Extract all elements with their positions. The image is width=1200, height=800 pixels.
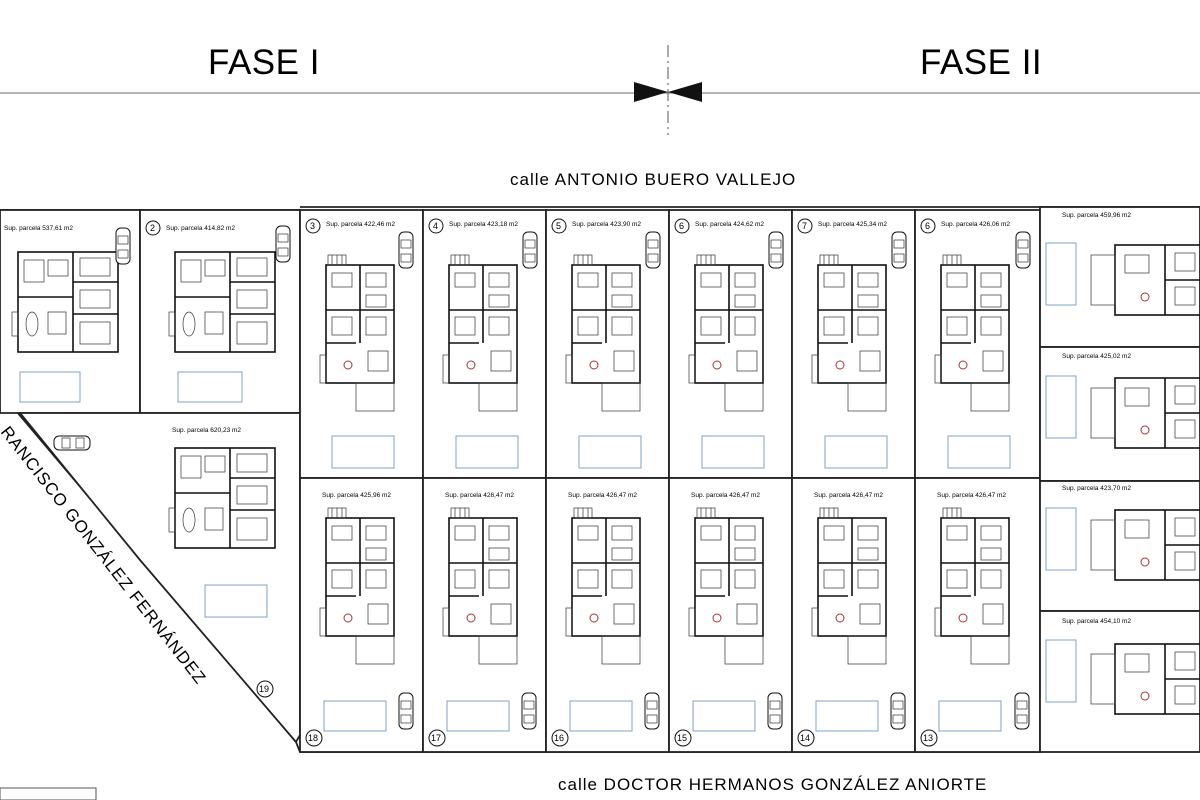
plot-4-number: 4 <box>433 221 438 231</box>
phase-2-title: FASE II <box>920 43 1042 82</box>
plot-2-number: 2 <box>150 223 155 233</box>
plot-11-area: Sup. parcela 423,70 m2 <box>1062 485 1131 492</box>
plot-16-area: Sup. parcela 426,47 m2 <box>568 492 637 499</box>
plot-6-number: 6 <box>679 221 684 231</box>
plot-6-area: Sup. parcela 424,62 m2 <box>695 221 764 228</box>
plot-17-number: 17 <box>431 733 441 743</box>
plot-9-area: Sup. parcela 459,96 m2 <box>1062 212 1131 219</box>
plot-19[interactable]: 19 Sup. parcela 620,23 m2 <box>18 412 301 744</box>
plot-8-area: Sup. parcela 426,06 m2 <box>941 221 1010 228</box>
plot-1-area: Sup. parcela 537,61 m2 <box>4 225 73 232</box>
legend-fragment <box>0 787 97 800</box>
plot-15-area: Sup. parcela 426,47 m2 <box>691 492 760 499</box>
plot-7-number: 7 <box>802 221 807 231</box>
street-bottom-label: calle DOCTOR HERMANOS GONZÁLEZ ANIORTE <box>558 775 987 794</box>
plot-5-number: 5 <box>556 221 561 231</box>
plot-7-area: Sup. parcela 425,34 m2 <box>818 221 887 228</box>
plot-8[interactable]: 6 Sup. parcela 426,06 m2 <box>914 209 1041 479</box>
plot-14[interactable]: Sup. parcela 426,47 m2 14 <box>791 477 916 753</box>
phase-1-title: FASE I <box>208 43 320 82</box>
plot-9[interactable]: Sup. parcela 459,96 m2 <box>1039 206 1200 348</box>
plot-14-area: Sup. parcela 426,47 m2 <box>814 492 883 499</box>
plot-3[interactable]: 3 Sup. parcela 422,46 m2 <box>299 209 424 479</box>
plot-18-number: 18 <box>308 733 318 743</box>
plot-11[interactable]: Sup. parcela 423,70 m2 <box>1039 480 1200 612</box>
plot-2-area: Sup. parcela 414,82 m2 <box>166 225 235 232</box>
street-top-label: calle ANTONIO BUERO VALLEJO <box>510 170 796 189</box>
plot-17[interactable]: Sup. parcela 426,47 m2 17 <box>422 477 547 753</box>
plot-15[interactable]: Sup. parcela 426,47 m2 15 <box>668 477 793 753</box>
plot-2[interactable]: 2 Sup. parcela 414,82 m2 <box>139 209 301 414</box>
plot-1-pool <box>19 371 81 403</box>
phase-boundary-arrow-icon <box>634 82 702 102</box>
plot-16-number: 16 <box>554 733 564 743</box>
plot-13-area: Sup. parcela 426,47 m2 <box>937 492 1006 499</box>
plot-12-area: Sup. parcela 454,10 m2 <box>1062 618 1131 625</box>
plot-14-number: 14 <box>800 733 810 743</box>
plot-19-number: 19 <box>259 684 269 694</box>
plot-16[interactable]: Sup. parcela 426,47 m2 16 <box>545 477 670 753</box>
plot-4-area: Sup. parcela 423,18 m2 <box>449 221 518 228</box>
plot-10-area: Sup. parcela 425,02 m2 <box>1062 353 1131 360</box>
plot-18-area: Sup. parcela 425,96 m2 <box>322 492 391 499</box>
plot-17-area: Sup. parcela 426,47 m2 <box>445 492 514 499</box>
plot-5-area: Sup. parcela 423,90 m2 <box>572 221 641 228</box>
plot-12[interactable]: Sup. parcela 454,10 m2 <box>1039 610 1200 753</box>
plot-8-number: 6 <box>925 221 930 231</box>
plot-13-number: 13 <box>923 733 933 743</box>
plot-15-number: 15 <box>677 733 687 743</box>
plot-1[interactable]: Sup. parcela 537,61 m2 <box>0 209 141 414</box>
plot-2-pool <box>177 371 243 403</box>
plot-5[interactable]: 5 Sup. parcela 423,90 m2 <box>545 209 670 479</box>
plot-3-number: 3 <box>310 221 315 231</box>
plot-7[interactable]: 7 Sup. parcela 425,34 m2 <box>791 209 916 479</box>
plot-10[interactable]: Sup. parcela 425,02 m2 <box>1039 346 1200 482</box>
plot-19-pool <box>204 584 268 618</box>
plot-4[interactable]: 4 Sup. parcela 423,18 m2 <box>422 209 547 479</box>
plot-3-area: Sup. parcela 422,46 m2 <box>326 221 395 228</box>
plot-13[interactable]: Sup. parcela 426,47 m2 13 <box>914 477 1041 753</box>
plot-18[interactable]: Sup. parcela 425,96 m2 18 <box>299 477 424 753</box>
plot-19-area: Sup. parcela 620,23 m2 <box>172 427 241 434</box>
plot-6[interactable]: 6 Sup. parcela 424,62 m2 <box>668 209 793 479</box>
